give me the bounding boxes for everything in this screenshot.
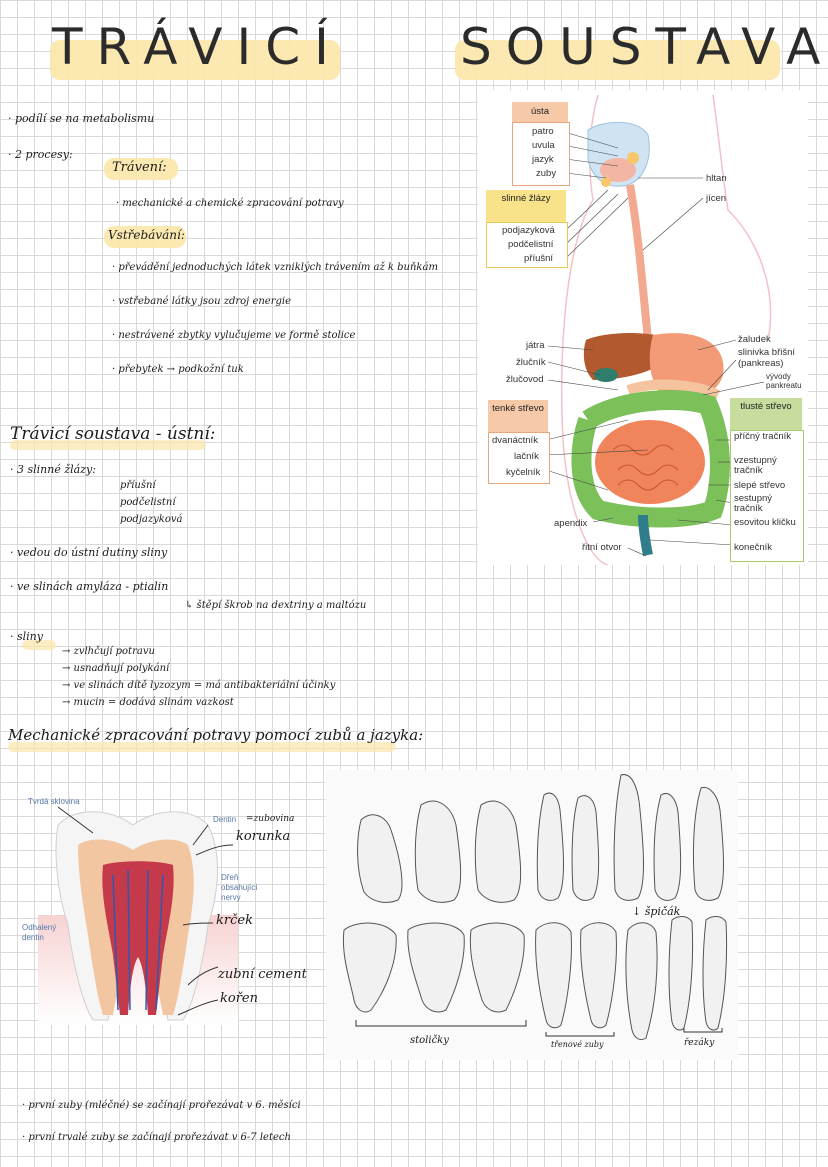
slinne-item-2: podčelistní [508, 239, 554, 250]
tenke-item-2: lačník [514, 451, 539, 462]
travení-highlight [104, 158, 178, 180]
tenke-list [488, 432, 550, 484]
digestive-diagram: ústa patro uvula jazyk zuby slinné žlázy… [478, 90, 808, 565]
title-word-1: TRÁVICÍ [52, 18, 343, 76]
label-odhaleny-dentin: Odhalený dentin [22, 923, 57, 942]
oral-heading-highlight [10, 440, 206, 450]
slinne-item-3: příušní [524, 253, 554, 264]
gland-3: podjazyková [120, 514, 183, 525]
footer-note-2: · první trvalé zuby se začínají prořezáv… [22, 1132, 291, 1143]
usta-item-2: uvula [532, 140, 555, 151]
oral-note-1: · vedou do ústní dutiny sliny [10, 546, 168, 559]
usta-item-4: zuby [536, 168, 557, 179]
hand-zubovina: =zubovina [246, 814, 295, 824]
teeth-types-illustration: stoličky třenové zuby řezáky ↓ špičák [326, 770, 738, 1060]
label-jicen: jícen [706, 193, 727, 204]
label-zaludek: žaludek [738, 334, 771, 345]
tluste-item-2: vzestupný tračník [734, 455, 777, 476]
tluste-item-5: esovitou kličku [734, 517, 796, 528]
sliny-highlight [22, 640, 56, 650]
label-zlucnik: žlučník [516, 357, 546, 368]
vstrebavani-item-2: · vstřebané látky jsou zdroj energie [112, 296, 292, 307]
title-word-2: SOUSTAVA [460, 18, 828, 76]
oral-note-2: · ve slinách amyláza - ptialin [10, 580, 169, 593]
tluste-box: tlusté střevo [730, 398, 802, 430]
hand-koren: kořen [220, 991, 258, 1006]
title-highlight-2 [455, 40, 780, 80]
tenke-item-3: kyčelník [506, 467, 541, 478]
gland-2: podčelistní [120, 497, 176, 508]
label-hltan: hltan [706, 173, 727, 184]
footer-note-1: · první zuby (mléčné) se začínají prořez… [22, 1100, 301, 1111]
vstrebavani-label: Vstřebávání: [108, 228, 185, 242]
label-jatra: játra [526, 340, 545, 351]
hand-korunka: korunka [236, 829, 291, 844]
label-ritni-otvor: řitní otvor [582, 542, 622, 553]
sliny-item-4: → mucin = dodává slinám vazkost [62, 697, 234, 708]
vstrebavani-item-1: · převádění jednoduchých látek vzniklých… [112, 262, 438, 273]
sliny-item-3: → ve slinách dítě lyzozym = má antibakte… [62, 680, 336, 691]
slinne-item-1: podjazyková [502, 225, 555, 236]
label-dentin: Dentin [213, 815, 237, 824]
tooth-illustration [38, 806, 238, 1025]
intro-bullet-1: · podílí se na metabolismu [8, 112, 155, 125]
label-dren: Dřeň obsahující nervy [221, 873, 258, 902]
gland-1: příušní [120, 480, 156, 491]
tluste-item-1: příčný tračník [734, 431, 792, 442]
glands-label: · 3 slinné žlázy: [10, 463, 96, 476]
label-sklovina: Tvrdá sklovina [28, 797, 80, 806]
ptialin-note: ↳ štěpí škrob na dextriny a maltózu [185, 600, 367, 611]
tluste-list [730, 430, 804, 562]
vstrebavani-highlight [104, 226, 186, 248]
intro-bullet-2: · 2 procesy: [8, 148, 73, 161]
tenke-item-1: dvanáctník [492, 435, 538, 446]
mechanical-heading: Mechanické zpracování potravy pomocí zub… [8, 726, 424, 744]
sliny-label: · sliny [10, 630, 43, 643]
slinne-list [486, 222, 568, 268]
travení-label: Trávení: [112, 160, 167, 175]
teeth-drawing [342, 774, 728, 1041]
tluste-item-6: konečník [734, 542, 773, 553]
label-apendix: apendix [554, 518, 588, 529]
slinne-box: slinné žlázy [486, 190, 566, 222]
label-zlucovod: žlučovod [506, 374, 544, 385]
usta-item-3: jazyk [532, 154, 554, 165]
usta-box: ústa [512, 102, 568, 122]
label-vyvody: vývody pankreatu [766, 372, 802, 390]
label-slinivka: slinivka břišní (pankreas) [738, 347, 796, 369]
hand-zubni-cement: zubní cement [218, 967, 307, 982]
vstrebavani-item-3: · nestrávené zbytky vylučujeme ve formě … [112, 330, 356, 341]
teeth-label-trenove: třenové zuby [551, 1040, 604, 1049]
oral-heading: Trávicí soustava - ústní: [10, 424, 216, 444]
tluste-item-4: sestupný tračník [734, 493, 773, 514]
tooth-cross-section: Tvrdá sklovina Dentin Dřeň obsahující ne… [18, 785, 318, 1045]
digestive-organs-illustration [545, 94, 772, 565]
mech-heading-highlight [8, 742, 396, 752]
vstrebavani-item-4: · přebytek → podkožní tuk [112, 364, 244, 375]
title-highlight-1 [50, 40, 340, 80]
sliny-item-2: → usnadňují polykání [62, 663, 170, 674]
sliny-item-1: → zvlhčují potravu [62, 646, 155, 657]
teeth-label-spicak: ↓ špičák [632, 905, 681, 918]
usta-item-1: patro [532, 126, 554, 137]
teeth-label-rezaky: řezáky [684, 1038, 715, 1048]
hand-krcek: krček [216, 913, 253, 928]
tluste-item-3: slepé střevo [734, 480, 786, 491]
travení-item: · mechanické a chemické zpracování potra… [116, 198, 344, 209]
tenke-box: tenké střevo [488, 400, 548, 432]
teeth-label-stolicky: stoličky [410, 1035, 449, 1046]
usta-list [512, 122, 570, 186]
